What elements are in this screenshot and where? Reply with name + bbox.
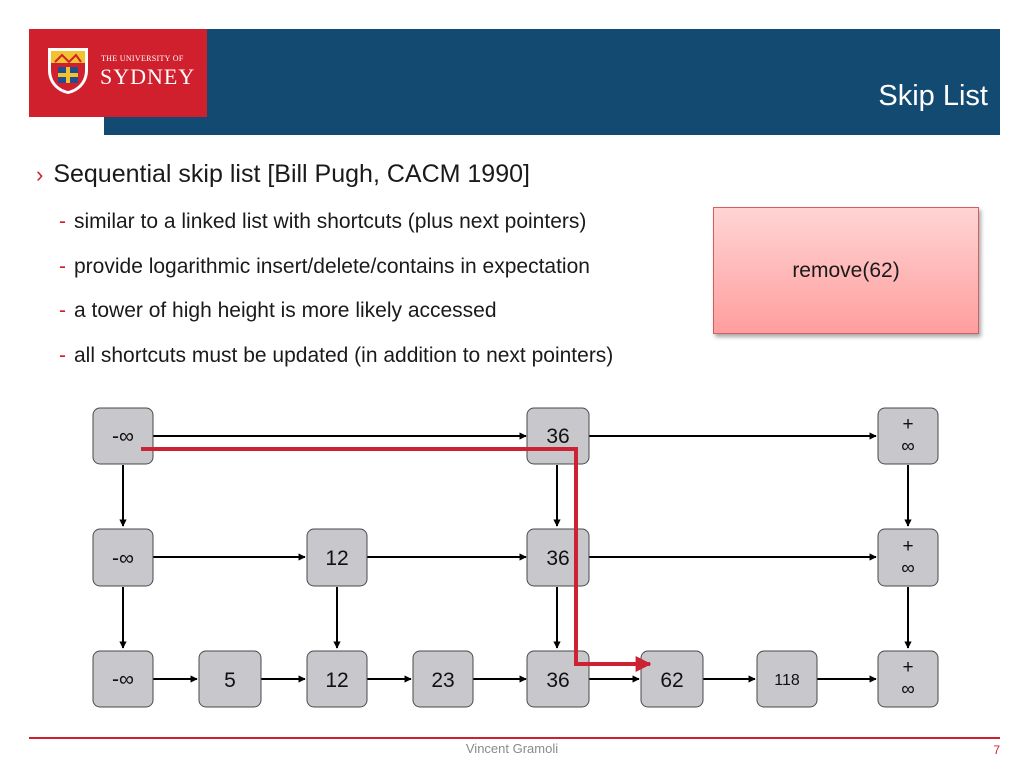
node-label-wrap: +∞: [901, 535, 915, 579]
bullet-main-text: Sequential skip list [Bill Pugh, CACM 19…: [53, 160, 530, 188]
skip-node-l0-head: [92, 407, 154, 465]
node-label: 23: [431, 669, 454, 692]
node-label: +∞: [901, 414, 915, 457]
node-label: 12: [325, 669, 348, 692]
sub-bullet-marker: -: [59, 344, 66, 367]
footer-author: Vincent Gramoli: [465, 741, 559, 756]
sub-bullet-marker: -: [59, 299, 66, 322]
logo-university-of: THE UNIVERSITY OF: [101, 54, 184, 63]
crest-icon: [48, 48, 88, 94]
node-label: -∞: [112, 668, 134, 691]
skip-node-l2-tail: [877, 650, 939, 708]
bullet-marker: ›: [36, 162, 44, 187]
skip-node-l2-12: [306, 650, 368, 708]
skip-node-l1-36: [526, 528, 590, 587]
slide-title: Skip List: [878, 80, 988, 112]
node-label: +∞: [901, 657, 915, 700]
node-label: 12: [325, 547, 348, 570]
university-logo: THE UNIVERSITY OF SYDNEY: [29, 29, 207, 117]
callout-text: remove(62): [792, 258, 900, 282]
remove-callout: remove(62): [713, 207, 979, 334]
sub-bullet-2: -provide logarithmic insert/delete/conta…: [59, 255, 590, 279]
node-label: 36: [546, 547, 569, 570]
skip-node-l0-tail: [877, 407, 939, 465]
skip-node-l2-62: [640, 650, 704, 708]
node-label: 5: [224, 669, 236, 692]
sub-bullet-marker: -: [59, 210, 66, 233]
node-label: 62: [660, 669, 683, 692]
sub-bullet-text: all shortcuts must be updated (in additi…: [74, 344, 614, 367]
node-label: +∞: [901, 535, 915, 579]
footer-divider: [29, 737, 1000, 739]
sub-bullet-4: -all shortcuts must be updated (in addit…: [59, 344, 613, 368]
skip-node-l2-36: [526, 650, 590, 708]
node-label: 118: [774, 672, 800, 689]
node-label: 36: [546, 425, 569, 448]
header-bar: [104, 29, 1000, 135]
page-number: 7: [993, 743, 1000, 757]
bullet-main: › Sequential skip list [Bill Pugh, CACM 1…: [36, 160, 530, 189]
skip-node-l2-5: [198, 650, 262, 708]
skip-node-l2-23: [412, 650, 474, 708]
sub-bullet-text: similar to a linked list with shortcuts …: [74, 210, 587, 233]
node-label: 36: [546, 669, 569, 692]
node-label: -∞: [112, 425, 134, 448]
search-path-arrow: [141, 447, 652, 672]
skip-node-l1-tail: [877, 528, 939, 587]
node-label: -∞: [112, 547, 134, 570]
sub-bullet-marker: -: [59, 255, 66, 278]
sub-bullet-1: -similar to a linked list with shortcuts…: [59, 210, 586, 234]
skip-node-l1-12: [306, 528, 368, 587]
node-label-wrap: +∞: [901, 414, 915, 457]
skip-node-l2-118: [756, 650, 818, 708]
sub-bullet-3: -a tower of high height is more likely a…: [59, 299, 497, 323]
skip-node-l2-head: [92, 650, 154, 708]
node-label-wrap: +∞: [901, 657, 915, 700]
logo-sydney: SYDNEY: [100, 64, 196, 89]
skip-node-l1-head: [92, 528, 154, 587]
sub-bullet-text: a tower of high height is more likely ac…: [74, 299, 497, 322]
sub-bullet-text: provide logarithmic insert/delete/contai…: [74, 255, 590, 278]
